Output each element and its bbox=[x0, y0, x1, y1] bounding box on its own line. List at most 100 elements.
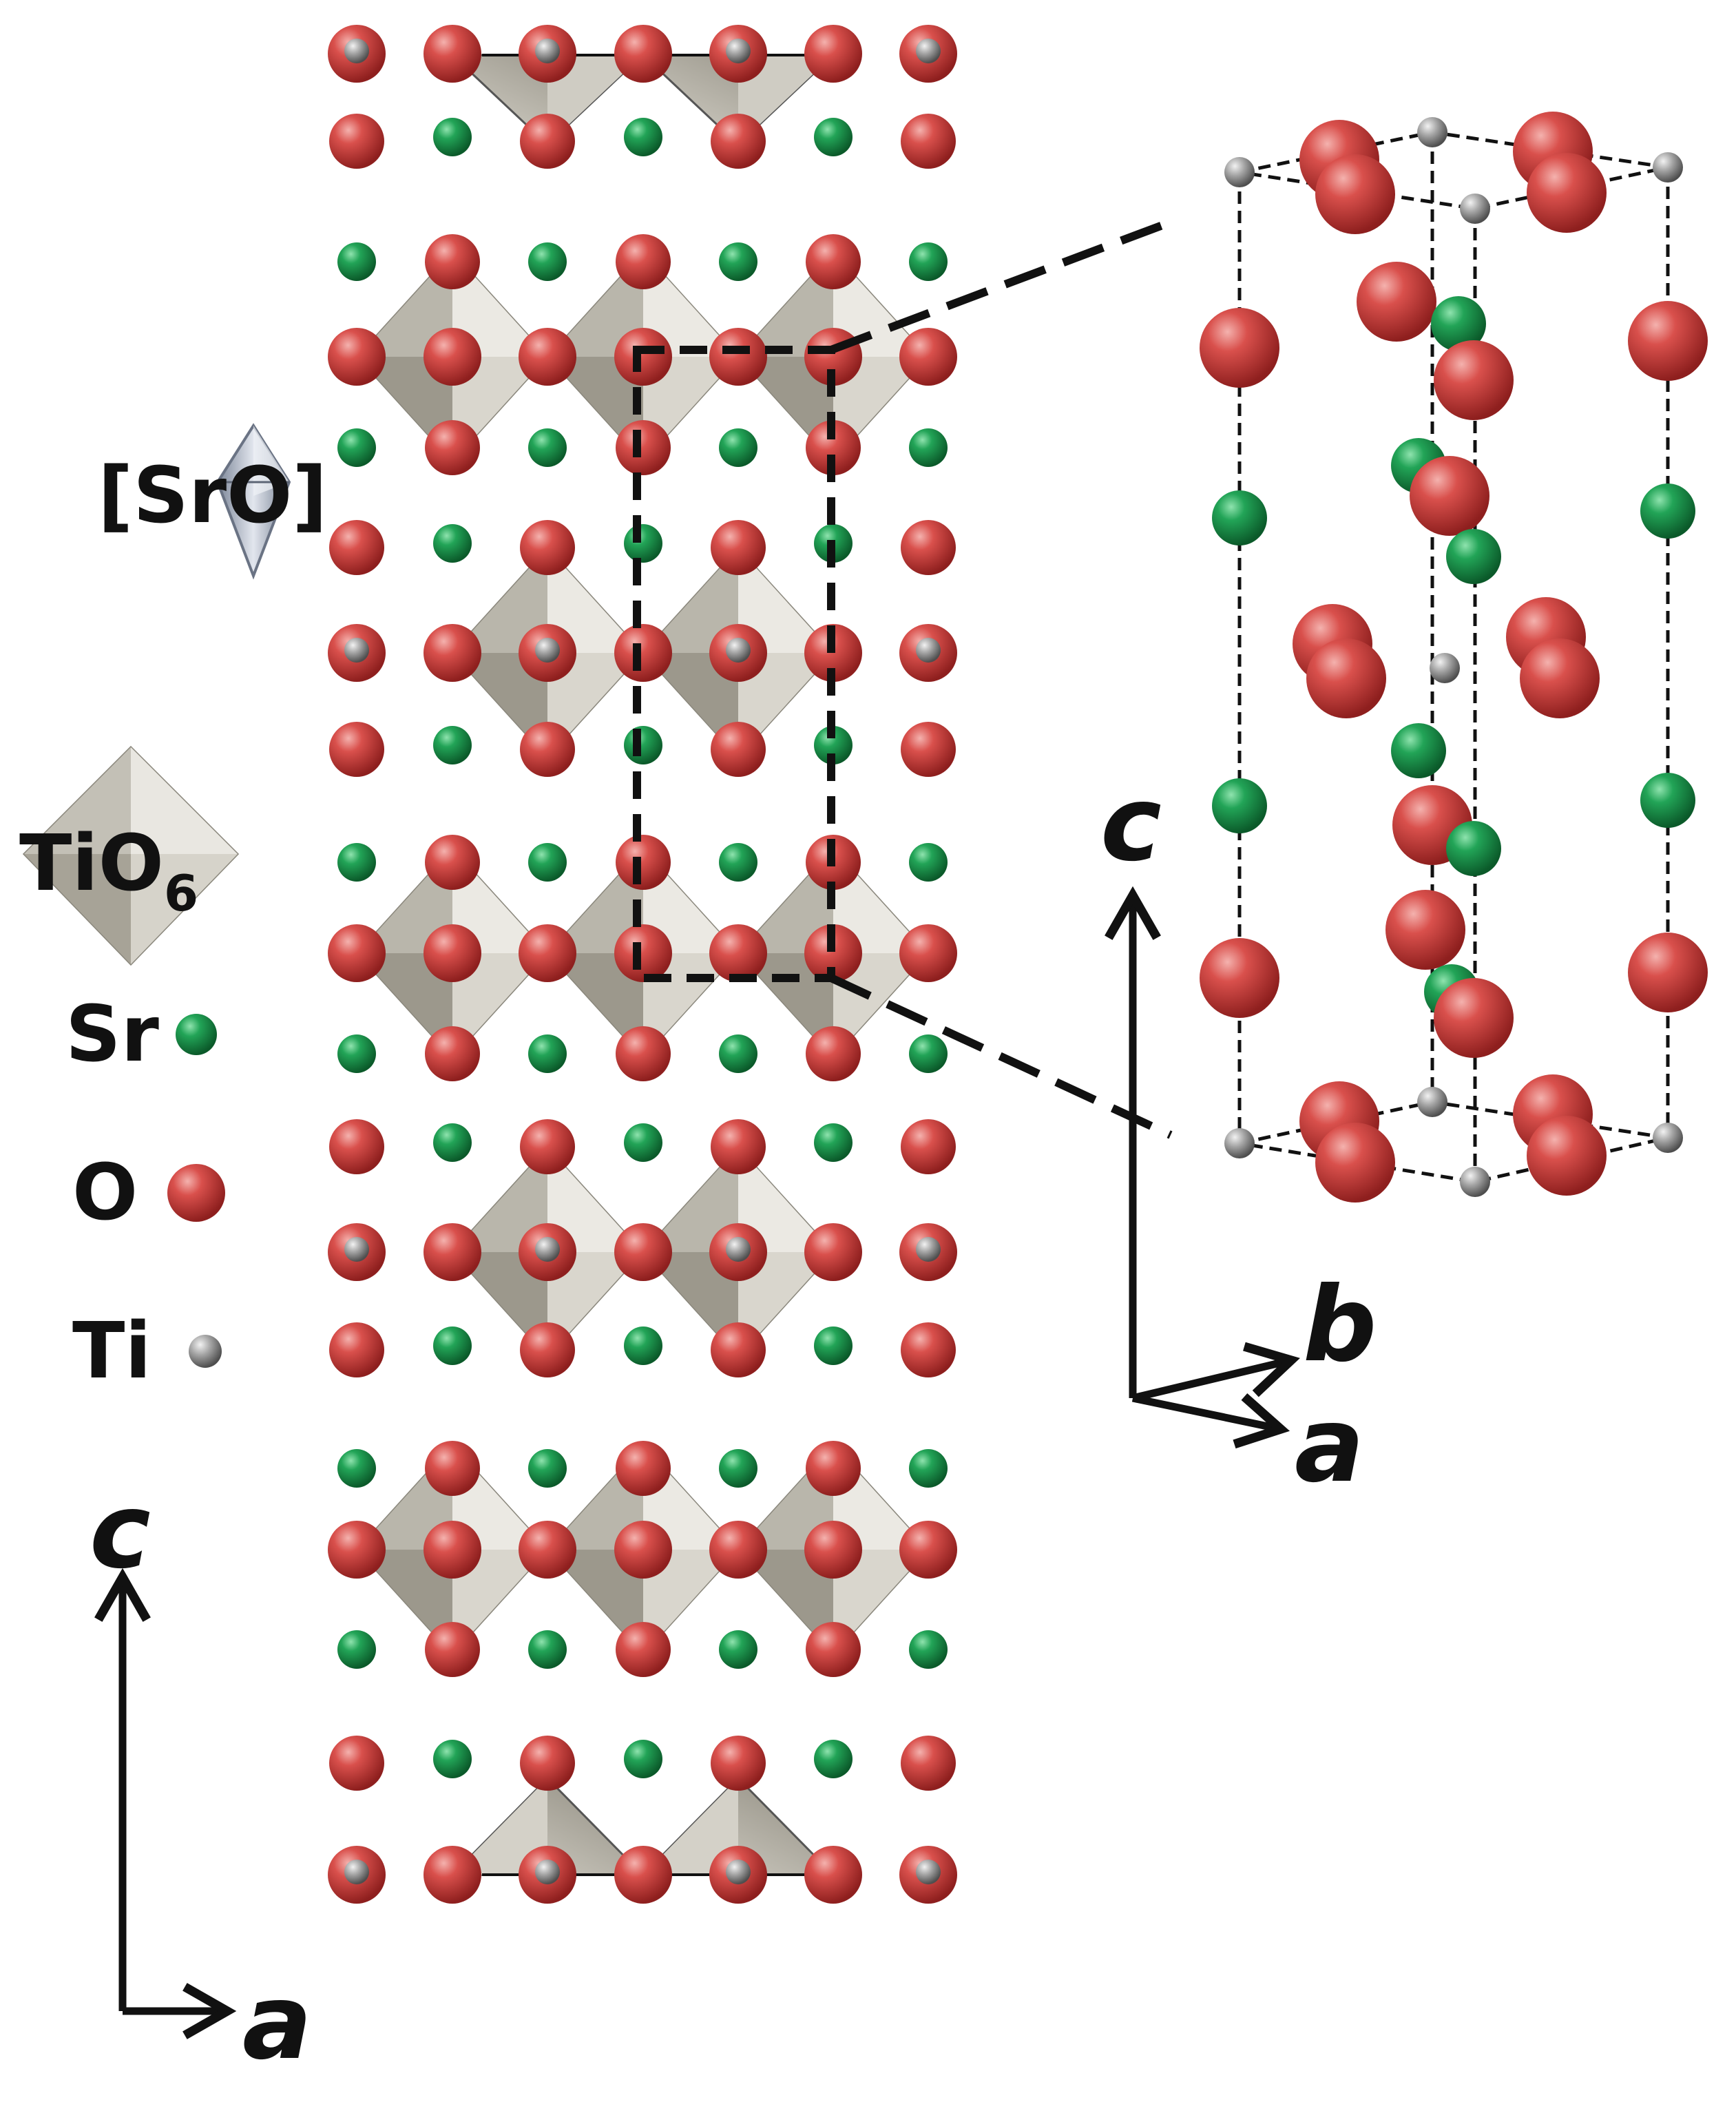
oxygen-atom bbox=[901, 722, 956, 777]
strontium-atom bbox=[528, 428, 567, 467]
strontium-atom bbox=[528, 1034, 567, 1073]
titanium-atom bbox=[535, 638, 560, 663]
oxygen-atom bbox=[901, 1322, 956, 1377]
oxygen-atom bbox=[711, 1322, 766, 1377]
ti-legend-atom bbox=[189, 1335, 222, 1368]
sro-label: [SrO] bbox=[98, 451, 327, 541]
oxygen-atom bbox=[519, 924, 576, 982]
titanium-atom bbox=[1224, 1128, 1255, 1158]
oxygen-atom bbox=[519, 1521, 576, 1579]
oxygen-atom bbox=[329, 722, 384, 777]
strontium-atom bbox=[909, 1449, 948, 1488]
strontium-atom bbox=[814, 1326, 853, 1365]
oxygen-atom bbox=[1200, 938, 1279, 1018]
titanium-atom bbox=[1460, 1167, 1490, 1197]
oxygen-atom bbox=[329, 114, 384, 169]
strontium-atom bbox=[719, 242, 757, 281]
zoom-connector-lower bbox=[829, 974, 1173, 1139]
unit-cell-highlight-box bbox=[633, 346, 835, 982]
oxygen-atom bbox=[425, 1441, 480, 1496]
strontium-atom bbox=[719, 1630, 757, 1669]
strontium-atom bbox=[719, 1034, 757, 1073]
strontium-atom bbox=[814, 1123, 853, 1162]
unit-cell-perspective bbox=[1200, 112, 1708, 1203]
right-axes: c b a bbox=[1100, 764, 1377, 1506]
strontium-atom bbox=[909, 1630, 948, 1669]
titanium-atom bbox=[535, 39, 560, 63]
strontium-atom bbox=[337, 242, 376, 281]
oxygen-atom bbox=[423, 25, 481, 83]
titanium-atom bbox=[916, 638, 941, 663]
strontium-atom bbox=[909, 428, 948, 467]
titanium-atom bbox=[916, 1860, 941, 1884]
oxygen-atom bbox=[425, 420, 480, 475]
oxygen-atom bbox=[423, 924, 481, 982]
unit-cell-atoms bbox=[1200, 112, 1708, 1203]
strontium-atom bbox=[433, 726, 472, 764]
tio6-octahedra-layer bbox=[355, 54, 930, 1876]
oxygen-atom bbox=[901, 114, 956, 169]
strontium-atom bbox=[528, 242, 567, 281]
oxygen-atom bbox=[1520, 638, 1600, 718]
strontium-atom bbox=[1212, 490, 1267, 545]
left-axis-c-label: c bbox=[90, 1472, 151, 1592]
o-legend-label: O bbox=[72, 1148, 138, 1238]
strontium-atom bbox=[337, 1034, 376, 1073]
strontium-atom bbox=[814, 726, 853, 764]
titanium-atom bbox=[726, 39, 751, 63]
oxygen-atom bbox=[1527, 153, 1607, 233]
strontium-atom bbox=[337, 843, 376, 882]
oxygen-atom bbox=[423, 328, 481, 386]
strontium-atom bbox=[624, 118, 662, 156]
strontium-atom bbox=[433, 118, 472, 156]
strontium-atom bbox=[337, 428, 376, 467]
oxygen-atom bbox=[329, 1736, 384, 1791]
titanium-atom bbox=[344, 1860, 369, 1884]
titanium-atom bbox=[1460, 194, 1490, 224]
oxygen-atom bbox=[804, 1846, 862, 1904]
oxygen-atom bbox=[709, 924, 767, 982]
strontium-atom bbox=[719, 1449, 757, 1488]
oxygen-atom bbox=[711, 1736, 766, 1791]
oxygen-atom bbox=[709, 1521, 767, 1579]
oxygen-atom bbox=[520, 1119, 575, 1174]
titanium-atom bbox=[1430, 653, 1460, 683]
strontium-atom bbox=[528, 1630, 567, 1669]
strontium-atom bbox=[624, 1123, 662, 1162]
titanium-atom bbox=[726, 638, 751, 663]
oxygen-atom bbox=[901, 1736, 956, 1791]
oxygen-atom bbox=[1315, 1123, 1395, 1203]
oxygen-atom bbox=[425, 234, 480, 289]
strontium-atom bbox=[1446, 821, 1501, 876]
left-axis-a-label: a bbox=[242, 1963, 312, 2083]
oxygen-atom bbox=[616, 1441, 671, 1496]
titanium-atom bbox=[726, 1237, 751, 1262]
strontium-atom bbox=[528, 843, 567, 882]
oxygen-atom bbox=[616, 234, 671, 289]
strontium-atom bbox=[1212, 778, 1267, 833]
sro-polyhedron-icon bbox=[216, 423, 291, 580]
oxygen-atom bbox=[709, 328, 767, 386]
titanium-atom bbox=[1417, 117, 1447, 147]
strontium-atom bbox=[624, 524, 662, 563]
left-axes: c a bbox=[90, 1472, 312, 2083]
oxygen-atom bbox=[520, 722, 575, 777]
oxygen-atom bbox=[425, 835, 480, 890]
oxygen-atom bbox=[519, 328, 576, 386]
titanium-atom bbox=[726, 1860, 751, 1884]
strontium-atom bbox=[719, 843, 757, 882]
oxygen-atom bbox=[711, 722, 766, 777]
oxygen-atom bbox=[806, 1026, 861, 1081]
oxygen-atom bbox=[616, 1026, 671, 1081]
strontium-atom bbox=[909, 1034, 948, 1073]
oxygen-atom bbox=[711, 1119, 766, 1174]
oxygen-atom bbox=[1357, 262, 1436, 342]
oxygen-atom bbox=[804, 924, 862, 982]
oxygen-atom bbox=[1434, 340, 1514, 420]
oxygen-atom bbox=[1306, 638, 1386, 718]
strontium-atom bbox=[1640, 773, 1695, 828]
oxygen-atom bbox=[423, 1521, 481, 1579]
titanium-atom bbox=[344, 638, 369, 663]
oxygen-atom bbox=[614, 624, 672, 682]
